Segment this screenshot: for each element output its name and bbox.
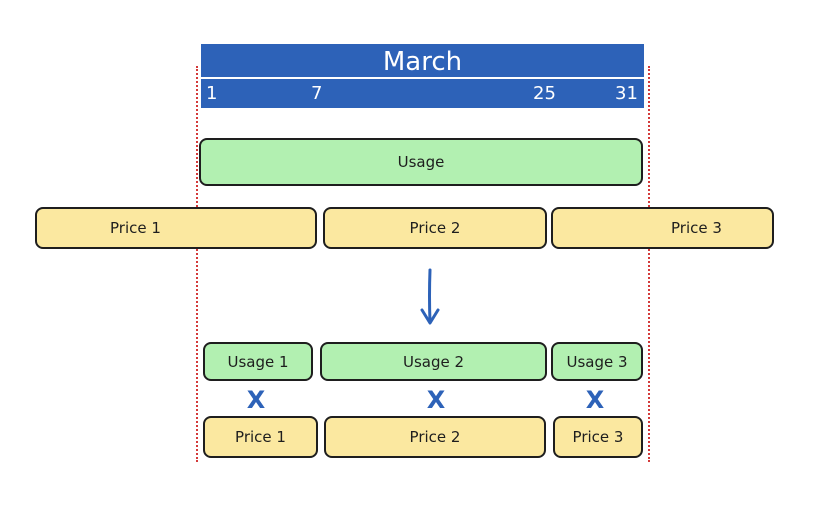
day-label-7: 7 <box>311 83 323 104</box>
multiply-mark-2: X <box>426 386 446 414</box>
split-usage-1: Usage 1 <box>203 342 313 381</box>
period-end-guide <box>648 66 650 462</box>
multiply-mark-3: X <box>585 386 605 414</box>
split-price-1: Price 1 <box>203 416 318 458</box>
price-period-2: Price 2 <box>323 207 547 249</box>
month-title: March <box>382 47 463 77</box>
split-usage-2-label: Usage 2 <box>402 352 465 371</box>
usage-total-label: Usage <box>397 153 445 171</box>
day-label-start: 1 <box>206 83 218 104</box>
price-period-1-label: Price 1 <box>110 219 161 237</box>
usage-total-box: Usage <box>199 138 643 186</box>
period-start-guide <box>196 66 198 462</box>
arrow-down-icon <box>420 268 440 325</box>
price-period-2-label: Price 2 <box>409 219 461 237</box>
price-period-3: Price 3 <box>551 207 774 249</box>
day-label-25: 25 <box>533 83 556 104</box>
day-label-end: 31 <box>615 83 638 104</box>
split-price-1-label: Price 1 <box>235 428 286 446</box>
split-price-2-label: Price 2 <box>409 428 461 446</box>
split-usage-2: Usage 2 <box>320 342 547 381</box>
month-divider <box>201 77 644 79</box>
split-usage-1-label: Usage 1 <box>227 352 289 371</box>
split-usage-3-label: Usage 3 <box>566 352 628 371</box>
price-period-1: Price 1 <box>35 207 317 249</box>
price-period-3-label: Price 3 <box>671 219 722 237</box>
multiply-mark-1: X <box>246 386 266 414</box>
split-usage-3: Usage 3 <box>551 342 643 381</box>
month-header: March 1 7 25 31 <box>201 44 644 108</box>
split-price-3: Price 3 <box>553 416 643 458</box>
split-price-2: Price 2 <box>324 416 546 458</box>
split-price-3-label: Price 3 <box>572 428 624 446</box>
